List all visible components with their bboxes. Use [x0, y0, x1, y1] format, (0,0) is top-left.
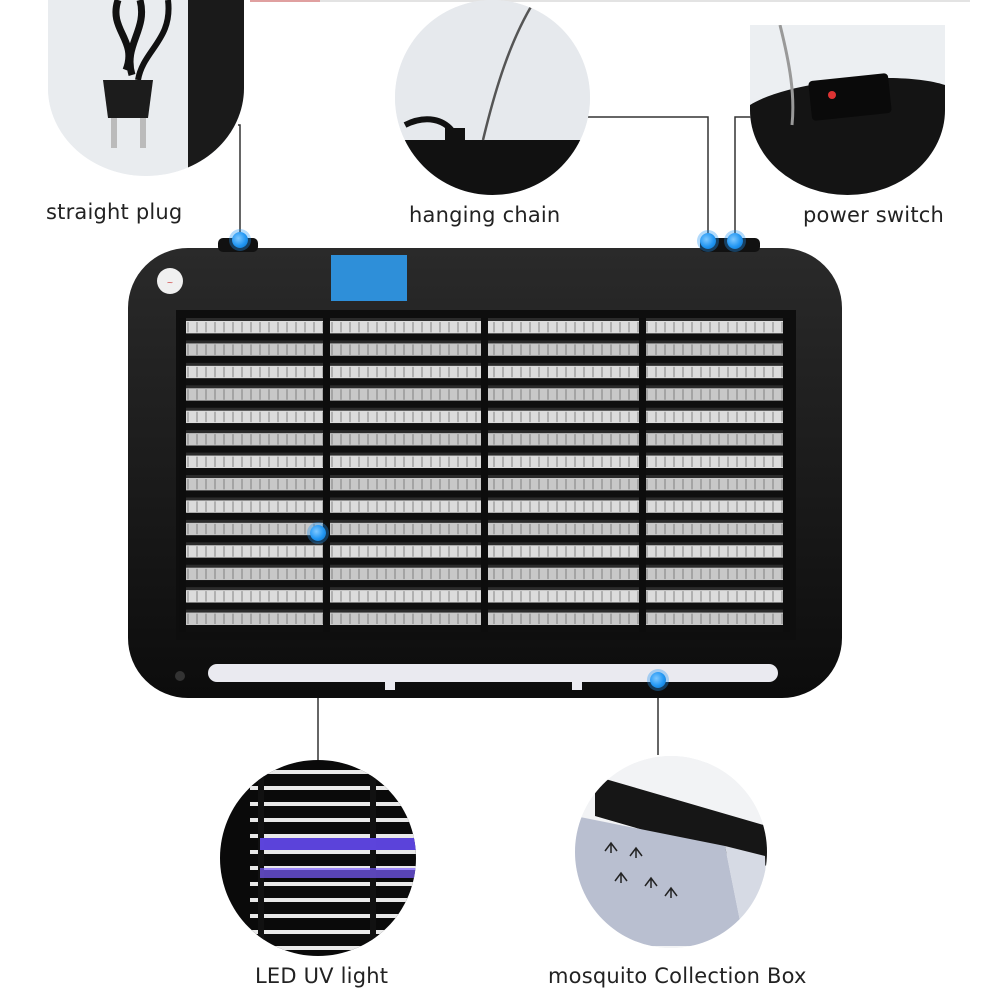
- chain-label: hanging chain: [409, 203, 561, 227]
- collection-box-callout: [575, 756, 767, 948]
- plug-icon: [48, 0, 244, 176]
- chain-marker: [700, 233, 716, 249]
- switch-callout: [750, 25, 945, 195]
- switch-icon: [750, 25, 945, 195]
- chain-callout: [395, 0, 590, 195]
- device-body: ~: [128, 238, 842, 698]
- plug-marker: [232, 232, 248, 248]
- chain-icon: [395, 0, 590, 195]
- uv-light-callout: [220, 760, 416, 956]
- plug-callout: [48, 0, 244, 176]
- collection-box-icon: [575, 756, 767, 948]
- svg-text:~: ~: [167, 278, 174, 287]
- collection-box-label: mosquito Collection Box: [548, 964, 807, 988]
- plug-label: straight plug: [46, 200, 183, 224]
- uv-light-marker: [310, 525, 326, 541]
- switch-label: power switch: [803, 203, 945, 227]
- top-divider: [250, 0, 970, 2]
- uv-light-label: LED UV light: [255, 964, 389, 988]
- collection-tray: [208, 664, 778, 682]
- switch-marker: [727, 233, 743, 249]
- collection-box-marker: [650, 672, 666, 688]
- top-accent-line: [250, 0, 320, 2]
- blue-label: [331, 255, 407, 301]
- uv-light-icon: [220, 760, 416, 956]
